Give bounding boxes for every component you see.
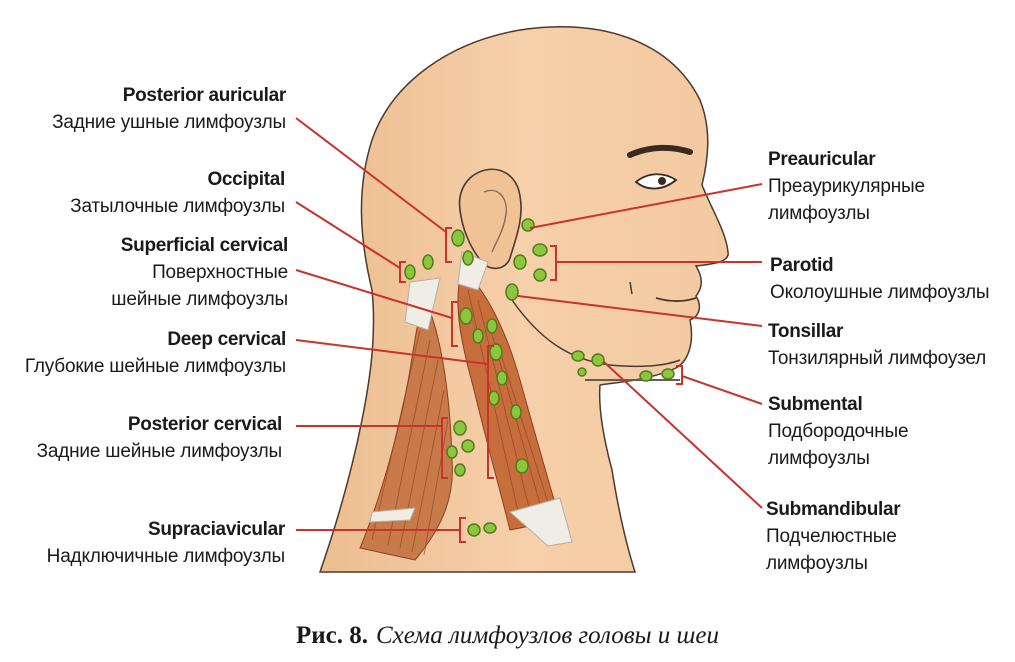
label-parotid-ru: Околоушные лимфоузлы [770, 282, 990, 303]
label-posterior-auricular-ru: Задние ушные лимфоузлы [52, 112, 286, 133]
label-posterior-auricular: Posterior auricular Задние ушные лимфоуз… [52, 82, 286, 136]
node-posterior-cervical-1 [453, 420, 467, 436]
leader-deep-cervical [295, 339, 489, 365]
bracket-occipital [399, 261, 406, 283]
node-occipital-2 [422, 254, 434, 270]
caption-text: Схема лимфоузлов головы и шеи [376, 622, 720, 649]
node-posterior-cervical-2 [461, 439, 475, 453]
label-superficial-cervical-ru2: шейные лимфоузлы [111, 289, 288, 310]
node-submental-2 [661, 368, 675, 380]
label-posterior-cervical: Posterior cervical Задние шейные лимфоуз… [36, 411, 283, 465]
bracket-posterior-cervical [441, 417, 448, 479]
label-parotid: Parotid Околоушные лимфоузлы [770, 252, 990, 306]
leader-posterior-auricular [295, 117, 447, 233]
label-preauricular: Preauricular Преаурикулярные лимфоузлы [768, 146, 925, 227]
bracket-submental [676, 365, 683, 385]
node-tonsillar-1 [505, 283, 519, 301]
node-deep-cervical-1 [489, 343, 503, 361]
label-supraclavicular: Supraciavicular Надключичные лимфоузлы [46, 516, 286, 570]
label-preauricular-ru2: лимфоузлы [768, 203, 870, 224]
node-deep-cervical-2 [496, 370, 508, 386]
leader-superficial-cervical [295, 269, 453, 319]
leader-preauricular [529, 183, 763, 229]
label-superficial-cervical-en: Superficial cervical [120, 235, 289, 256]
label-posterior-cervical-ru: Задние шейные лимфоузлы [36, 441, 283, 462]
bracket-deep-cervical [487, 345, 494, 479]
label-submandibular-ru2: лимфоузлы [766, 553, 868, 574]
node-posterior-auricular-1 [451, 229, 465, 247]
label-tonsillar-ru: Тонзилярный лимфоузел [768, 348, 987, 369]
label-occipital-en: Occipital [207, 169, 285, 190]
leader-occipital [295, 201, 401, 269]
label-superficial-cervical: Superficial cervical Поверхностные шейны… [111, 232, 288, 313]
node-parotid-3 [533, 268, 547, 282]
eye [634, 173, 678, 190]
eye-pupil [658, 177, 666, 185]
node-posterior-cervical-3 [446, 445, 458, 459]
label-deep-cervical-en: Deep cervical [167, 329, 286, 350]
node-supraclavicular-1 [467, 523, 481, 537]
label-superficial-cervical-ru1: Поверхностные [152, 262, 288, 283]
label-submandibular-ru1: Подчелюстные [766, 526, 897, 547]
label-deep-cervical: Deep cervical Глубокие шейные лимфоузлы [25, 326, 286, 380]
label-submental-ru1: Подбородочные [768, 421, 909, 442]
label-supraclavicular-en: Supraciavicular [147, 519, 285, 540]
node-posterior-auricular-2 [462, 250, 474, 266]
node-submandibular-1 [571, 350, 585, 362]
node-superficial-cervical-2 [472, 328, 484, 344]
node-deep-cervical-3 [488, 390, 500, 406]
label-submental-ru2: лимфоузлы [768, 448, 870, 469]
leader-lines [295, 117, 763, 531]
label-occipital-ru: Затылочные лимфоузлы [70, 196, 285, 217]
clavicle [369, 497, 573, 547]
label-posterior-cervical-en: Posterior cervical [127, 414, 282, 435]
leader-submandibular [603, 361, 763, 509]
bracket-superficial-cervical [451, 301, 458, 347]
figure-caption: Рис. 8. Схема лимфоузлов головы и шеи [0, 622, 1015, 650]
node-submental-1 [639, 370, 653, 382]
leader-submental [681, 375, 763, 405]
label-submandibular-en: Submandibular [766, 499, 901, 520]
label-tonsillar: Tonsillar Тонзилярный лимфоузел [768, 318, 986, 372]
ear [458, 168, 522, 270]
mouth [655, 297, 697, 302]
leader-tonsillar [517, 295, 763, 327]
label-occipital: Occipital Затылочные лимфоузлы [70, 166, 285, 220]
label-preauricular-en: Preauricular [768, 149, 876, 170]
node-submandibular-2 [591, 353, 605, 367]
node-supraclavicular-2 [483, 522, 497, 534]
label-submandibular: Submandibular Подчелюстные лимфоузлы [766, 496, 901, 577]
eyebrow [627, 144, 693, 158]
ear-inner [483, 189, 507, 253]
label-posterior-auricular-en: Posterior auricular [122, 85, 287, 106]
label-preauricular-ru1: Преаурикулярные [768, 176, 925, 197]
node-posterior-cervical-4 [454, 463, 466, 477]
node-deep-cervical-4 [510, 404, 522, 420]
caption-number: Рис. 8. [295, 622, 368, 649]
bracket-posterior-auricular [445, 227, 452, 263]
label-parotid-en: Parotid [770, 255, 834, 276]
node-superficial-cervical-1 [459, 307, 473, 325]
node-preauricular-1 [521, 218, 535, 232]
node-occipital-1 [404, 264, 416, 280]
label-deep-cervical-ru: Глубокие шейные лимфоузлы [24, 356, 286, 377]
node-parotid-2 [513, 254, 527, 270]
node-superficial-cervical-3 [486, 318, 498, 334]
region-brackets [399, 227, 683, 543]
label-submental-en: Submental [768, 394, 863, 415]
label-tonsillar-en: Tonsillar [768, 321, 844, 342]
node-deep-cervical-5 [515, 458, 529, 474]
lymph-nodes [404, 218, 675, 537]
label-submental: Submental Подбородочные лимфоузлы [768, 391, 909, 472]
label-supraclavicular-ru: Надключичные лимфоузлы [46, 546, 286, 567]
node-submandibular-3 [577, 367, 587, 377]
trapezius-muscle [359, 298, 453, 561]
nostril [629, 281, 633, 295]
node-parotid-1 [532, 243, 548, 257]
